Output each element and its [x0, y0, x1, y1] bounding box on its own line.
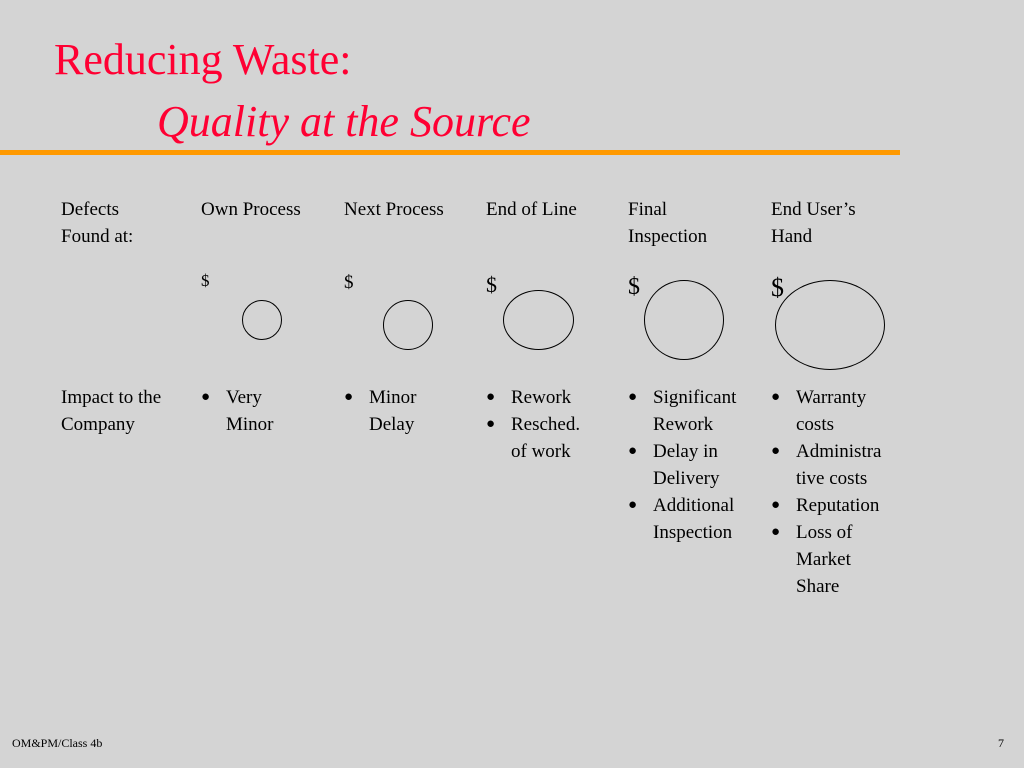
- defects-label-line: Found at:: [61, 226, 134, 247]
- defects-found-label: Defects Found at:: [61, 196, 133, 250]
- cost-dollar-next-process: $: [344, 272, 354, 293]
- column-header-own-process: Own Process: [201, 196, 301, 223]
- bullet-icon: ●: [201, 389, 211, 405]
- impact-text: Rework: [511, 387, 572, 408]
- impact-label-line: Company: [61, 414, 135, 435]
- list-item: ● Loss of Market Share: [771, 519, 876, 600]
- impact-text: Resched. of work: [511, 414, 581, 462]
- column-header-end-of-line: End of Line: [486, 196, 577, 223]
- title-line-1: Reducing Waste:: [54, 35, 352, 84]
- cost-circle-final-inspection: [644, 280, 724, 360]
- impact-text: Very Minor: [226, 387, 274, 435]
- impact-text: Delay in Delivery: [653, 441, 720, 489]
- bullet-icon: ●: [628, 389, 638, 405]
- column-header-line: Hand: [771, 226, 813, 247]
- impact-text: Warranty costs: [796, 387, 867, 435]
- list-item: ● Warranty costs: [771, 384, 884, 438]
- list-item: ● Resched. of work: [486, 411, 583, 465]
- column-header-line: Inspection: [628, 226, 708, 247]
- list-item: ● Very Minor: [201, 384, 286, 438]
- bullet-icon: ●: [771, 497, 781, 513]
- footer-page-number: 7: [998, 736, 1004, 750]
- cost-dollar-own-process: $: [201, 271, 210, 290]
- column-header-next-process: Next Process: [344, 196, 444, 223]
- list-item: ● Rework: [486, 384, 596, 411]
- cost-dollar-end-users-hand: $: [771, 273, 784, 302]
- impact-text: Loss of Market Share: [796, 522, 853, 597]
- title-divider: [0, 150, 900, 155]
- column-header-line: Next Process: [344, 199, 444, 220]
- bullet-icon: ●: [771, 524, 781, 540]
- list-item: ● Minor Delay: [344, 384, 429, 438]
- cost-circle-end-of-line: [503, 290, 574, 350]
- column-header-line: End User’s: [771, 199, 856, 220]
- list-item: ● Reputation: [771, 492, 921, 519]
- impact-list-next-process: ● Minor Delay: [344, 384, 464, 438]
- defects-label-line: Defects: [61, 199, 120, 220]
- bullet-icon: ●: [628, 497, 638, 513]
- list-item: ● Additional Inspection: [628, 492, 751, 546]
- impact-list-final-inspection: ● Significant Rework ● Delay in Delivery ●…: [628, 384, 758, 546]
- cost-dollar-final-inspection: $: [628, 274, 640, 300]
- bullet-icon: ●: [486, 389, 496, 405]
- cost-circle-end-users-hand: [775, 280, 885, 370]
- bullet-icon: ●: [771, 389, 781, 405]
- cost-circle-own-process: [242, 300, 282, 340]
- list-item: ● Delay in Delivery: [628, 438, 738, 492]
- cost-circle-next-process: [383, 300, 433, 350]
- impact-label: Impact to the Company: [61, 384, 161, 438]
- impact-label-line: Impact to the: [61, 387, 162, 408]
- bullet-icon: ●: [344, 389, 354, 405]
- bullet-icon: ●: [628, 443, 638, 459]
- column-header-line: Own Process: [201, 199, 301, 220]
- footer-course-label: OM&PM/Class 4b: [12, 736, 103, 750]
- list-item: ● Significant Rework: [628, 384, 751, 438]
- bullet-icon: ●: [771, 443, 781, 459]
- impact-text: Reputation: [796, 495, 880, 516]
- column-header-line: End of Line: [486, 199, 577, 220]
- list-item: ● Administra tive costs: [771, 438, 906, 492]
- impact-text: Additional Inspection: [653, 495, 735, 543]
- cost-dollar-end-of-line: $: [486, 272, 497, 297]
- bullet-icon: ●: [486, 416, 496, 432]
- impact-text: Minor Delay: [369, 387, 417, 435]
- impact-text: Administra tive costs: [796, 441, 882, 489]
- column-header-end-users-hand: End User’s Hand: [771, 196, 856, 250]
- column-header-line: Final: [628, 199, 668, 220]
- title-line-2: Quality at the Source: [157, 97, 531, 146]
- impact-list-own-process: ● Very Minor: [201, 384, 321, 438]
- column-header-final-inspection: Final Inspection: [628, 196, 707, 250]
- impact-text: Significant Rework: [653, 387, 737, 435]
- impact-list-end-of-line: ● Rework ● Resched. of work: [486, 384, 596, 465]
- impact-list-end-users-hand: ● Warranty costs ● Administra tive costs ●…: [771, 384, 906, 600]
